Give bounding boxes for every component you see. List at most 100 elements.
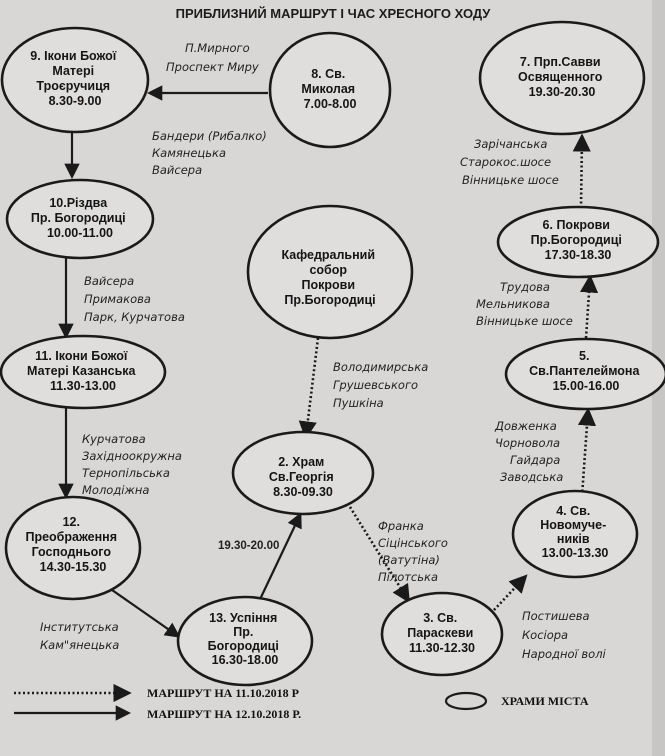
street-line: Курчатова xyxy=(82,432,146,446)
node-line: Св.Георгія xyxy=(269,470,334,484)
street-line: Косіора xyxy=(522,628,568,642)
node-line: 8.30-09.30 xyxy=(273,485,333,499)
node-7: 7. Прп.Савви Освященного 19.30-20.30 xyxy=(478,20,646,136)
streets-6-7: Зарічанська Старокос.шосе Вінницьке шосе xyxy=(460,137,559,187)
node-line: 11.30-13.00 xyxy=(50,379,116,393)
node-line: 12. xyxy=(63,515,80,529)
node-line: Параскеви xyxy=(407,626,473,640)
node-line: 4. Св. xyxy=(556,504,590,518)
node-line: 16.30-18.00 xyxy=(212,653,279,667)
node-4: 4. Св. Новомуче- ників 13.00-13.30 xyxy=(511,489,639,579)
street-line: Зарічанська xyxy=(474,137,547,151)
node-line: Троєручиця xyxy=(36,79,110,93)
streets-3-4: Постишева Косіора Народної волі xyxy=(522,609,607,661)
node-line: Св.Пантелеймона xyxy=(529,364,640,378)
street-line: Західноокружна xyxy=(82,449,182,463)
time-13-2: 19.30-20.00 xyxy=(218,540,279,552)
street-line: Проспект Миру xyxy=(166,60,259,74)
node-line: 5. xyxy=(579,349,589,363)
node-1-cathedral: Кафедральний собор Покрови Пр.Богородиці xyxy=(246,204,414,340)
node-text: 8. Св. Миколая 7.00-8.00 xyxy=(301,67,358,111)
street-line: Камянецька xyxy=(152,146,226,160)
node-line: Пр. Богородиці xyxy=(31,211,126,225)
node-text: Кафедральний собор Покрови Пр.Богородиці xyxy=(281,248,378,307)
street-line: Тернопільська xyxy=(82,466,170,480)
legend-solid-label: МАРШРУТ НА 12.10.2018 Р. xyxy=(147,707,301,721)
node-text: 2. Храм Св.Георгія 8.30-09.30 xyxy=(269,455,337,499)
node-line: Покрови xyxy=(302,278,356,292)
node-10: 10.Різдва Пр. Богородиці 10.00-11.00 xyxy=(5,178,155,260)
street-line: Мельникова xyxy=(476,297,550,311)
legend-dotted-label: МАРШРУТ НА 11.10.2018 Р xyxy=(147,686,299,700)
edge-6-7 xyxy=(572,133,591,209)
node-line: 15.00-16.00 xyxy=(553,379,620,393)
node-text: 7. Прп.Савви Освященного 19.30-20.30 xyxy=(518,55,606,99)
street-line: Інститутська xyxy=(40,620,119,634)
node-line: Матері xyxy=(52,64,94,78)
connectors xyxy=(58,85,599,638)
node-12: 12. Преображення Господнього 14.30-15.30 xyxy=(4,495,142,601)
street-line: Вінницьке шосе xyxy=(462,173,559,187)
street-line: Вайсера xyxy=(84,274,134,288)
node-line: 8. Св. xyxy=(311,67,345,81)
edge-2-3 xyxy=(348,506,410,604)
node-line: Преображення xyxy=(25,530,117,544)
node-text: 11. Ікони Божої Матері Казанська 11.30-1… xyxy=(27,349,139,393)
node-text: 6. Покрови Пр.Богородиці 17.30-18.30 xyxy=(531,218,626,262)
node-line: Пр.Богородиці xyxy=(531,233,622,247)
node-text: 13. Успіння Пр. Богородиці 16.30-18.00 xyxy=(208,611,283,667)
streets-4-5: Довженка Чорновола Гайдара Заводська xyxy=(494,419,564,484)
street-line: Народної волі xyxy=(522,647,607,661)
edge-13-2 xyxy=(253,512,302,613)
street-line: Вайсера xyxy=(152,163,202,177)
street-line: Володимирська xyxy=(333,360,428,374)
node-line: Освященного xyxy=(518,70,603,84)
node-text: 4. Св. Новомуче- ників 13.00-13.30 xyxy=(540,504,610,560)
street-line: Трудова xyxy=(500,280,550,294)
node-line: 7. Прп.Савви xyxy=(520,55,601,69)
node-8: 8. Св. Миколая 7.00-8.00 xyxy=(268,31,392,149)
node-text: 5. Св.Пантелеймона 15.00-16.00 xyxy=(529,349,643,393)
node-line: 3. Св. xyxy=(423,611,457,625)
edge-1-2 xyxy=(298,337,320,440)
edge-4-5 xyxy=(577,407,597,497)
node-text: 3. Св. Параскеви 11.30-12.30 xyxy=(407,611,477,655)
street-line: Франка xyxy=(378,519,424,533)
node-5: 5. Св.Пантелеймона 15.00-16.00 xyxy=(504,337,665,411)
street-line: Постишева xyxy=(522,609,590,623)
street-line: Грушевського xyxy=(333,378,418,392)
street-line: Заводська xyxy=(500,470,563,484)
node-line: 13. Успіння xyxy=(209,611,277,625)
node-13: 13. Успіння Пр. Богородиці 16.30-18.00 xyxy=(176,595,314,687)
node-text: 12. Преображення Господнього 14.30-15.30 xyxy=(25,515,120,574)
edge-5-6 xyxy=(579,274,599,339)
node-2: 2. Храм Св.Георгія 8.30-09.30 xyxy=(231,430,375,516)
node-line: 17.30-18.30 xyxy=(545,248,612,262)
node-9: 9. Ікони Божої Матері Троєручиця 8.30-9.… xyxy=(0,26,150,134)
street-line: Молодіжна xyxy=(82,483,149,497)
node-line: Матері Казанська xyxy=(27,364,137,378)
street-line: Гайдара xyxy=(510,453,560,467)
street-line: Примакова xyxy=(84,292,151,306)
node-line: Пр.Богородиці xyxy=(284,293,375,307)
node-6: 6. Покрови Пр.Богородиці 17.30-18.30 xyxy=(496,205,660,279)
node-3: 3. Св. Параскеви 11.30-12.30 xyxy=(380,591,504,677)
node-line: 7.00-8.00 xyxy=(304,97,357,111)
streets-8-9: П.Мирного Проспект Миру xyxy=(166,41,259,74)
street-line: П.Мирного xyxy=(185,41,250,55)
node-line: Богородиці xyxy=(208,639,279,653)
street-line: Сіцінського xyxy=(378,536,448,550)
street-line: Старокос.шосе xyxy=(460,155,551,169)
edge-3-4 xyxy=(493,574,528,611)
node-line: 19.30-20.30 xyxy=(529,85,596,99)
node-line: Кафедральний xyxy=(281,248,375,262)
edge-12-13 xyxy=(111,589,181,638)
node-line: Новомуче- xyxy=(540,518,606,532)
streets-1-2: Володимирська Грушевського Пушкіна xyxy=(333,360,432,410)
legend-circle-label: ХРАМИ МІСТА xyxy=(501,694,589,708)
node-line: 2. Храм xyxy=(278,455,324,469)
node-line: ників xyxy=(557,532,590,546)
node-line: 9. Ікони Божої xyxy=(30,49,116,63)
node-line: Пр. xyxy=(233,625,253,639)
street-line: Кам"янецька xyxy=(40,638,119,652)
